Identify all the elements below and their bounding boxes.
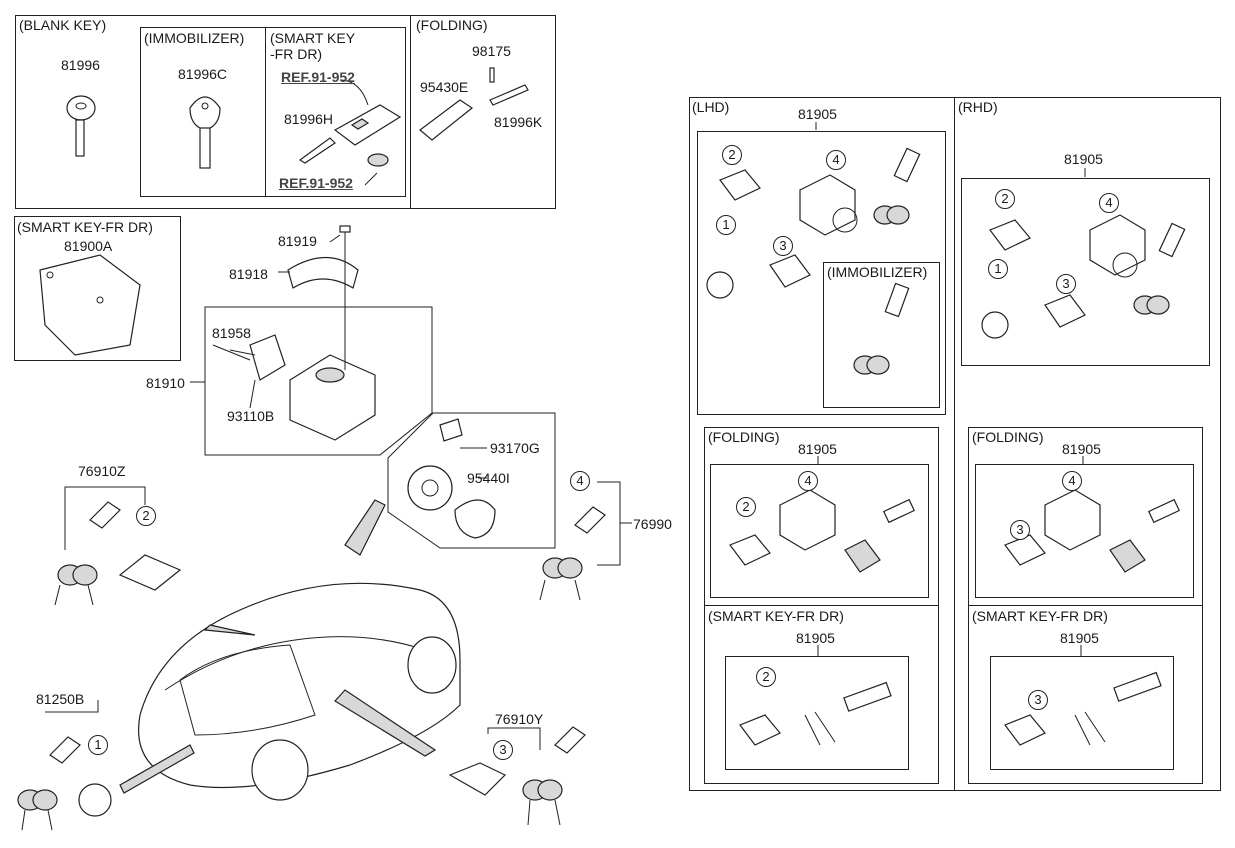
shroud-81918-drawing: [287, 257, 359, 289]
smart-rhd-callout-3: 3: [1028, 690, 1048, 710]
folding-rhd-callout-4: 4: [1062, 471, 1082, 491]
immobilizer-inner-label: (IMMOBILIZER): [827, 264, 928, 280]
lhd-callout-3: 3: [773, 236, 793, 256]
smart-lhd-label: (SMART KEY-FR DR): [708, 608, 844, 624]
rhd-label: (RHD): [958, 99, 998, 115]
smart-key-subpanel: [265, 27, 406, 197]
smart-rhd-box: [990, 656, 1174, 770]
part-81958: 81958: [212, 325, 251, 341]
part-81996K: 81996K: [494, 114, 543, 130]
key-set-bottom-right: [448, 726, 586, 826]
smart-rhd-81905: 81905: [1060, 630, 1099, 646]
immobilizer-inner-box: [823, 262, 940, 408]
smart-lhd-callout-2: 2: [756, 667, 776, 687]
lhd-rhd-divider: [954, 97, 955, 791]
part-81910: 81910: [146, 375, 185, 391]
rhd-callout-3: 3: [1056, 274, 1076, 294]
part-81250B: 81250B: [36, 691, 85, 707]
folding-lhd-divider: [704, 605, 939, 606]
callout-1-bottom: 1: [88, 735, 108, 755]
folding-lhd-label: (FOLDING): [708, 429, 780, 445]
rhd-callout-4: 4: [1099, 193, 1119, 213]
car-drawing: [119, 499, 461, 801]
smart-lhd-81905: 81905: [796, 630, 835, 646]
callout-4-right: 4: [570, 471, 590, 491]
folding-rhd-callout-3: 3: [1010, 520, 1030, 540]
smart-key-fr-dr-top-label: (SMART KEY -FR DR): [270, 30, 356, 62]
smart-rhd-label: (SMART KEY-FR DR): [972, 608, 1108, 624]
lhd-callout-2: 2: [722, 145, 742, 165]
lhd-label: (LHD): [692, 99, 730, 115]
part-81996: 81996: [61, 57, 100, 73]
part-98175: 98175: [472, 43, 511, 59]
part-76910Z: 76910Z: [78, 463, 126, 479]
part-76990: 76990: [633, 516, 672, 532]
blank-key-label: (BLANK KEY): [19, 17, 107, 33]
part-93110B: 93110B: [227, 408, 275, 424]
key-set-left: [54, 501, 182, 606]
rhd-lockset-box: [961, 178, 1210, 366]
part-81996C: 81996C: [178, 66, 228, 82]
part-93170G: 93170G: [490, 440, 540, 456]
rhd-callout-1: 1: [988, 259, 1008, 279]
lhd-81905: 81905: [798, 106, 837, 122]
part-81918: 81918: [229, 266, 268, 282]
folding-rhd-box: [975, 464, 1194, 598]
ref-91-952-upper: REF.91-952: [281, 69, 355, 85]
lhd-lockset-box: [697, 131, 946, 415]
folding-lhd-callout-4: 4: [798, 471, 818, 491]
smart-key-fr-dr-label: (SMART KEY-FR DR): [17, 219, 153, 235]
part-81919: 81919: [278, 233, 317, 249]
folding-lhd-callout-2: 2: [736, 497, 756, 517]
smart-key-fr-dr-panel: [14, 216, 181, 361]
ref-91-952-lower: REF.91-952: [279, 175, 353, 191]
part-95430E: 95430E: [420, 79, 469, 95]
immobilizer-label: (IMMOBILIZER): [144, 30, 245, 46]
folding-subpanel-divider: [410, 15, 411, 209]
folding-top-label: (FOLDING): [416, 17, 488, 33]
callout-3-bottom: 3: [493, 740, 513, 760]
part-81996H: 81996H: [284, 111, 334, 127]
rhd-81905: 81905: [1064, 151, 1103, 167]
lock-set-panel: [689, 97, 1221, 791]
folding-rhd-label: (FOLDING): [972, 429, 1044, 445]
folding-rhd-divider: [968, 605, 1203, 606]
top-parts-panel: [15, 15, 556, 209]
lhd-callout-4: 4: [826, 150, 846, 170]
part-76910Y: 76910Y: [495, 711, 544, 727]
part-95440I: 95440I: [467, 470, 510, 486]
folding-lhd-box: [710, 464, 929, 598]
bolt-81919-drawing: [339, 225, 351, 250]
part-81900A: 81900A: [64, 238, 113, 254]
smart-lhd-box: [725, 656, 909, 770]
rhd-callout-2: 2: [995, 189, 1015, 209]
folding-lhd-81905: 81905: [798, 441, 837, 457]
key-set-right: [539, 506, 606, 601]
callout-2-left: 2: [136, 506, 156, 526]
folding-rhd-81905: 81905: [1062, 441, 1101, 457]
lhd-callout-1: 1: [716, 215, 736, 235]
